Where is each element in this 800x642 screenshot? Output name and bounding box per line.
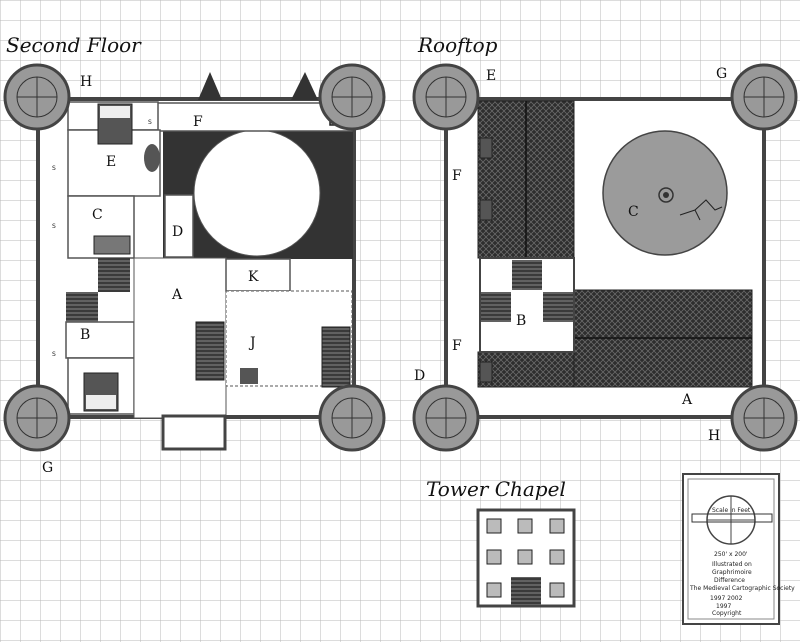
room-k xyxy=(225,258,291,292)
tower-chapel-title: Tower Chapel xyxy=(426,477,566,501)
label-h: H xyxy=(80,74,92,90)
roof-label-c: C xyxy=(628,204,639,220)
rooftop-plan: Rooftop xyxy=(412,33,798,452)
legend-line1: Illustrated on xyxy=(712,561,752,568)
battlement-left xyxy=(198,72,222,100)
label-f: F xyxy=(193,114,203,130)
chimney-3 xyxy=(479,361,493,383)
second-floor-plan: Second Floor T xyxy=(3,33,386,476)
roof-tower-se xyxy=(730,384,798,452)
secret-door-mark: S xyxy=(52,223,56,230)
roof-label-a: A xyxy=(681,392,693,408)
stair-hub-north xyxy=(512,260,542,290)
roof-label-b: B xyxy=(516,313,526,329)
legend-card: Scale in Feet 250' x 200' Illustrated on… xyxy=(682,473,795,625)
left-stair-block xyxy=(98,258,130,292)
dome-crack xyxy=(679,199,723,221)
label-e: E xyxy=(106,154,116,170)
chimney-1 xyxy=(479,137,493,159)
secret-door-mark: S xyxy=(52,351,56,358)
stair-hub-west xyxy=(481,292,511,322)
roof-label-f: F xyxy=(452,168,462,184)
tower-chapel-plan: Tower Chapel xyxy=(426,477,576,608)
chapel-pews xyxy=(486,518,565,598)
bed-upper-sheet xyxy=(100,106,130,118)
bathtub xyxy=(93,235,131,255)
secret-door-mark: S xyxy=(148,119,152,126)
legend-line7: Copyright xyxy=(712,610,742,617)
roof-tower-nw xyxy=(412,63,480,131)
stairs-j xyxy=(321,326,351,388)
label-b: B xyxy=(80,327,90,343)
tower-se xyxy=(318,384,386,452)
battlement-right xyxy=(291,72,318,100)
stair-hub-east xyxy=(543,292,573,322)
roof-tower-ne xyxy=(730,63,798,131)
stairs-a xyxy=(195,321,225,381)
rooftop-title: Rooftop xyxy=(417,33,498,57)
roof-label-f-2: F xyxy=(452,338,462,354)
left-stair-block-2 xyxy=(66,292,98,322)
dome-oculus xyxy=(658,187,674,203)
tower-nw xyxy=(3,63,71,131)
chapel-stairs xyxy=(511,577,541,605)
roof-label-e: E xyxy=(486,68,496,84)
roof-label-g: G xyxy=(716,66,727,82)
label-a: A xyxy=(171,287,183,303)
label-k: K xyxy=(248,269,259,285)
label-j: J xyxy=(248,335,256,351)
legend-line2: Graphrimoire xyxy=(712,569,752,576)
secret-door-mark: S xyxy=(52,165,56,172)
legend-size-text: 250' x 200' xyxy=(714,551,748,558)
roof-tower-sw xyxy=(412,384,480,452)
label-d: D xyxy=(172,224,183,240)
legend-line3: Difference xyxy=(714,577,745,584)
central-circular-chamber xyxy=(193,129,321,257)
tower-ne xyxy=(318,63,386,131)
chimney-2 xyxy=(479,199,493,221)
label-c: C xyxy=(92,207,103,223)
legend-line4: The Medieval Cartographic Society xyxy=(689,585,795,592)
room-d-alcove xyxy=(164,194,194,258)
scale-bar xyxy=(691,513,773,523)
label-g: G xyxy=(42,460,53,476)
roof-label-h: H xyxy=(708,428,720,444)
legend-scale-text: Scale in Feet xyxy=(712,507,751,514)
table-j xyxy=(240,368,258,384)
legend-line6: 1997 xyxy=(716,603,731,610)
tower-sw xyxy=(3,384,71,452)
bottom-protrusion xyxy=(161,414,227,451)
table-e xyxy=(144,144,160,172)
roof-label-d: D xyxy=(414,368,425,384)
legend-line5: 1997 2002 xyxy=(710,595,743,602)
room-b xyxy=(65,321,135,359)
second-floor-title: Second Floor xyxy=(6,33,142,57)
bed-lower-sheet xyxy=(86,395,116,409)
